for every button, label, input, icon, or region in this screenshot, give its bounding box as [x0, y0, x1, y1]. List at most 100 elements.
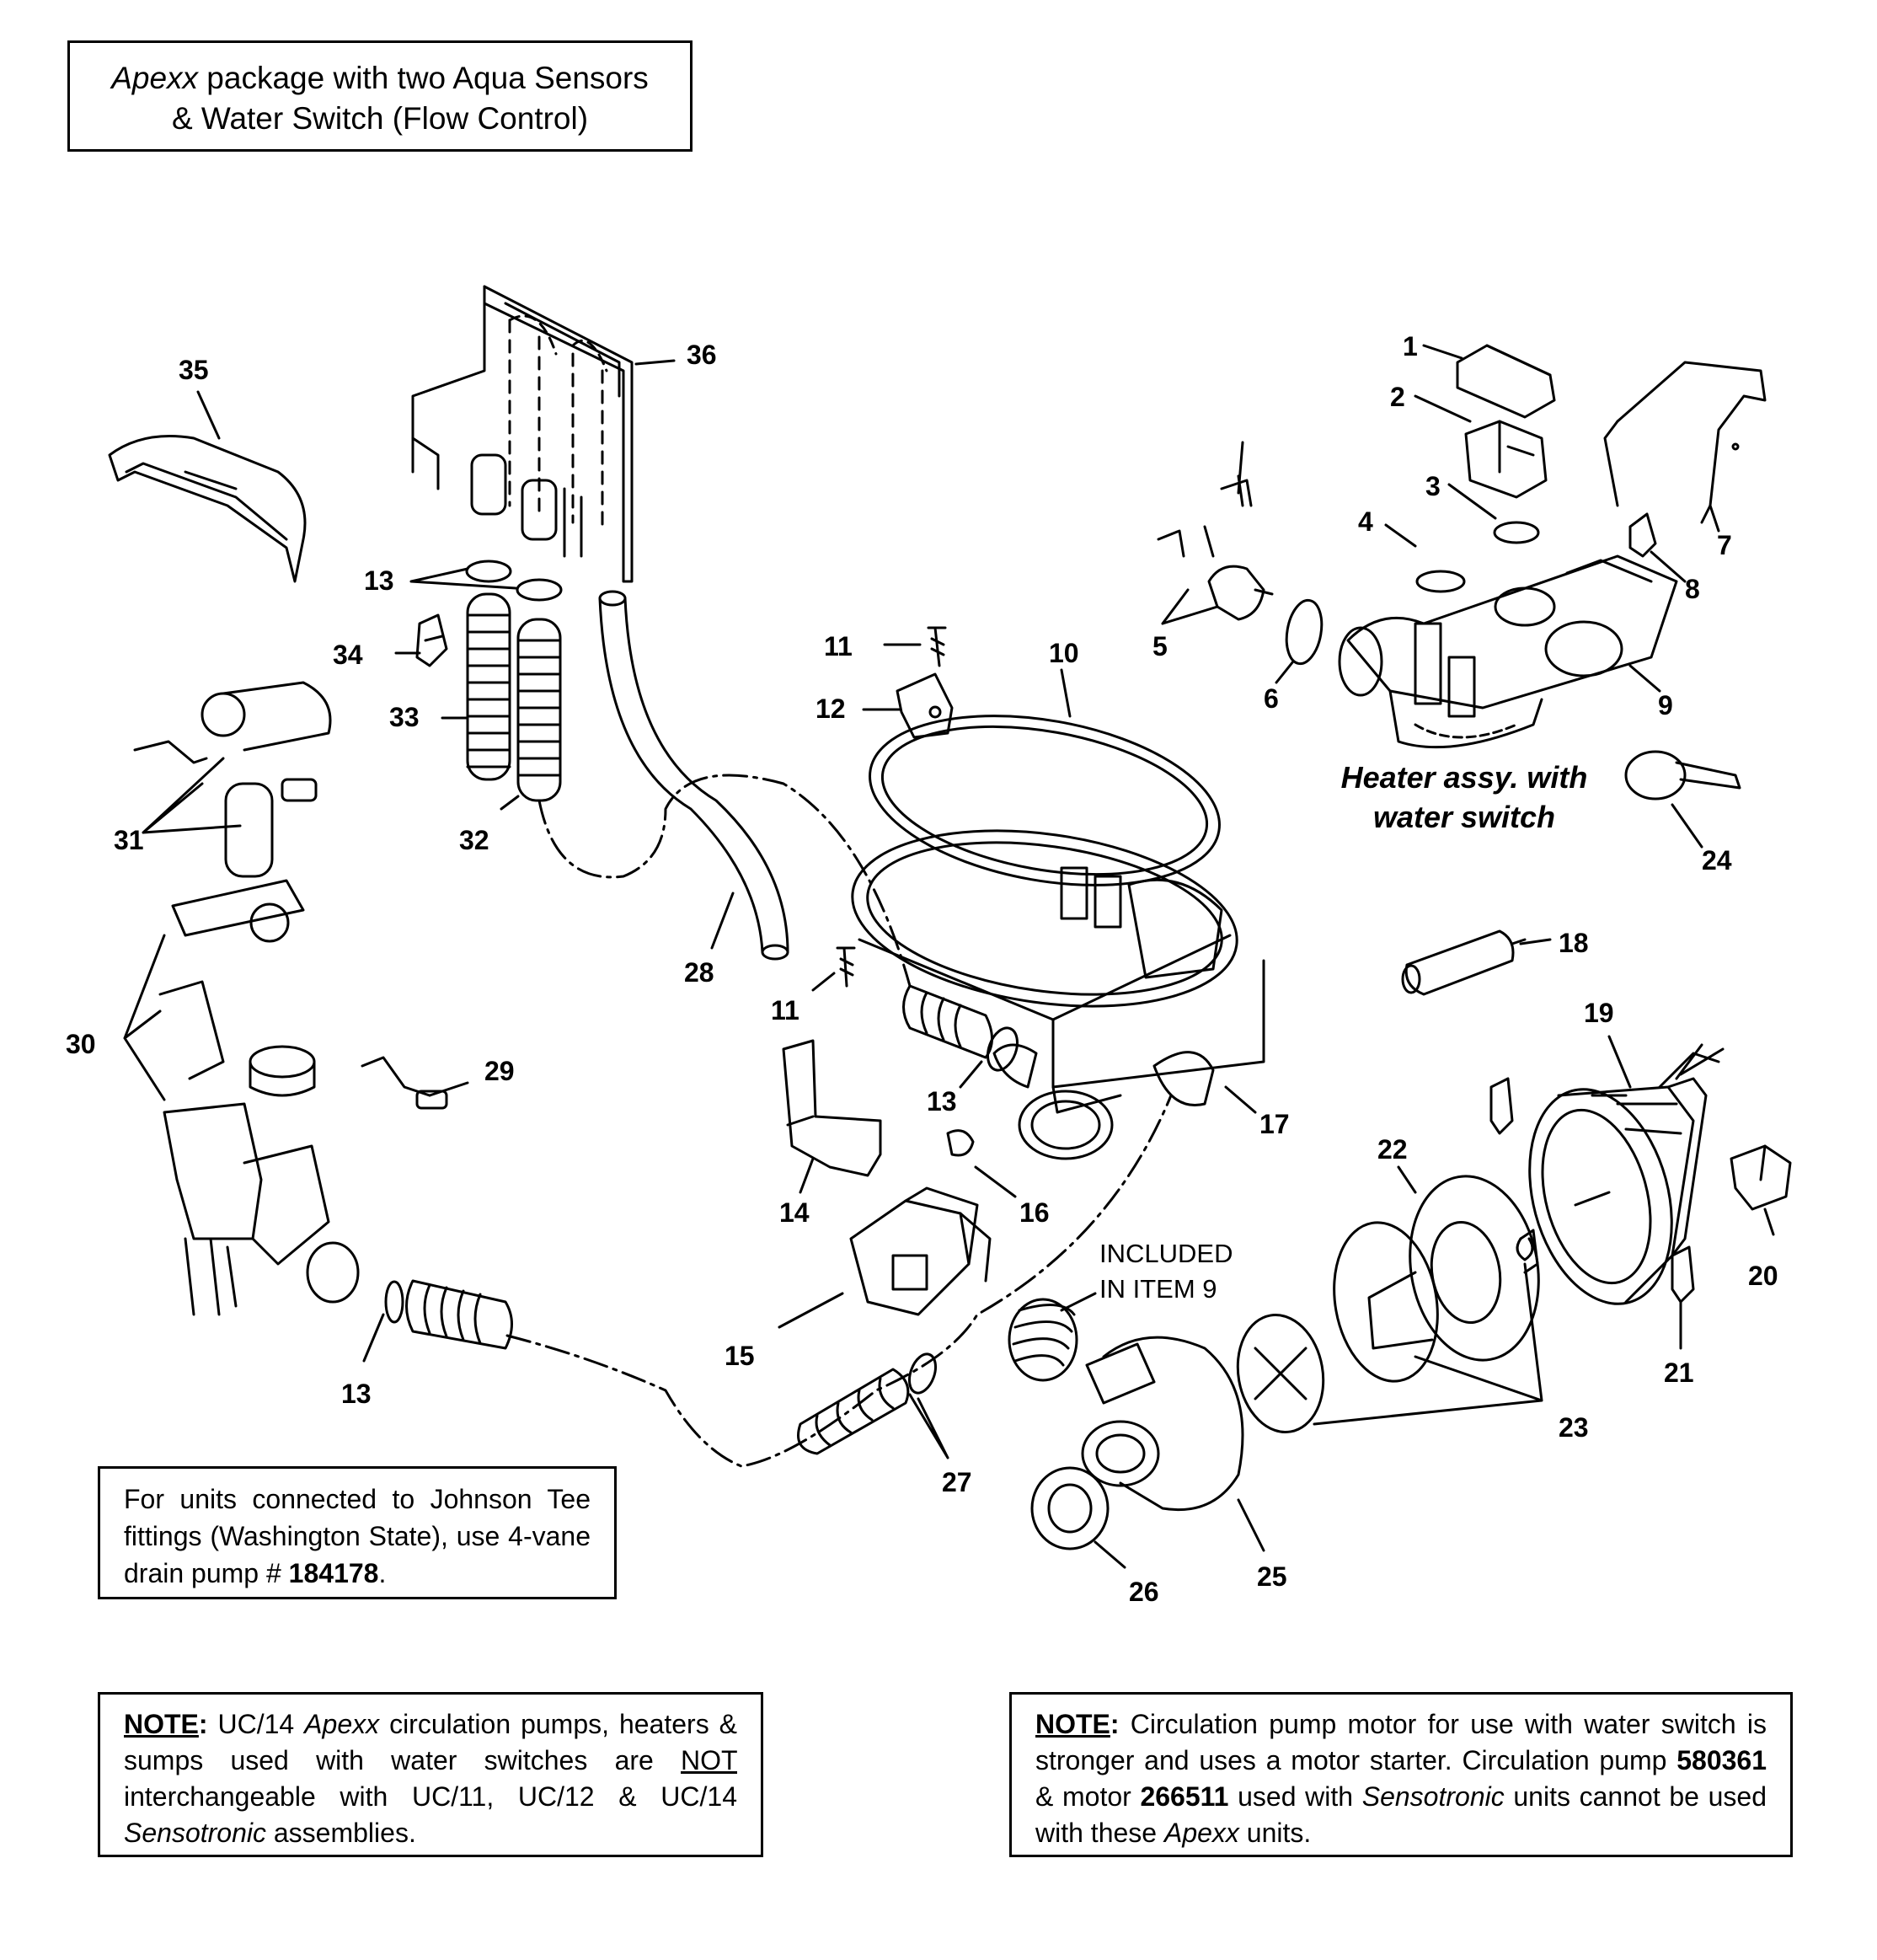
note-left-text-3: interchangeable with UC/11, UC/12 & UC/1…	[124, 1781, 737, 1812]
title-box: Apexx package with two Aqua Sensors & Wa…	[67, 40, 693, 152]
callout-33: 33	[389, 702, 420, 732]
callout-34: 34	[333, 640, 363, 670]
route-line-drain	[505, 1094, 1173, 1468]
leader-2	[1414, 394, 1472, 423]
note-left-text-2: circulation pumps, heaters & sumps used …	[124, 1709, 738, 1775]
part-4-o-ring	[1415, 570, 1466, 593]
callout-1: 1	[1403, 331, 1418, 361]
heater-label-line-2: water switch	[1373, 800, 1555, 834]
leader-included	[1060, 1292, 1097, 1312]
leader-11-lower	[811, 972, 836, 992]
leader-23	[1313, 1262, 1543, 1426]
leader-5	[1161, 588, 1219, 625]
callout-23: 23	[1559, 1412, 1589, 1443]
title-line-1: Apexx package with two Aqua Sensors	[87, 58, 673, 99]
note-right-motor-number: 266511	[1140, 1781, 1229, 1812]
part-17-sump	[851, 829, 1265, 1160]
leader-26	[1094, 1540, 1126, 1569]
part-14-bracket	[782, 1039, 882, 1177]
callout-27: 27	[942, 1467, 972, 1497]
leader-31	[142, 757, 242, 834]
part-8-clip	[1628, 512, 1657, 558]
note-right-text-3: used with	[1228, 1781, 1362, 1812]
callout-17: 17	[1259, 1109, 1290, 1139]
callout-6: 6	[1264, 683, 1279, 714]
callout-22: 22	[1377, 1134, 1408, 1165]
part-10-gasket	[869, 715, 1221, 886]
title-line-1-rest: package with two Aqua Sensors	[198, 61, 649, 95]
note-right-text-1: Circulation pump motor for use with wate…	[1035, 1709, 1767, 1775]
leader-3	[1447, 483, 1497, 520]
callout-35: 35	[179, 355, 209, 385]
part-26-seal	[1030, 1466, 1110, 1550]
johnson-text-end: .	[378, 1558, 387, 1588]
note-left-label: NOTE	[124, 1709, 199, 1739]
callout-7: 7	[1717, 530, 1732, 560]
callout-5: 5	[1152, 631, 1168, 661]
leader-25	[1237, 1498, 1265, 1552]
leader-27	[908, 1393, 949, 1459]
part-24-clamp	[1624, 750, 1741, 801]
part-11-screw	[927, 626, 947, 667]
callout-13-mid: 13	[927, 1086, 957, 1117]
callout-25: 25	[1257, 1561, 1287, 1592]
part-27-o-ring	[907, 1352, 938, 1395]
note-right-colon: :	[1110, 1709, 1120, 1739]
callout-4: 4	[1358, 506, 1373, 537]
callout-12: 12	[816, 693, 846, 724]
leader-8	[1650, 550, 1687, 583]
part-7-bracket	[1603, 361, 1767, 524]
part-20-relay	[1730, 1144, 1792, 1211]
leader-16	[974, 1165, 1017, 1198]
part-13-hose-coupling	[405, 1279, 513, 1350]
part-13-o-ring	[465, 560, 512, 583]
callout-9: 9	[1658, 690, 1673, 720]
callout-15: 15	[725, 1341, 755, 1371]
part-35-cover	[108, 435, 307, 583]
leader-10	[1060, 668, 1072, 718]
leader-36	[634, 359, 676, 366]
leader-6	[1275, 660, 1295, 684]
leader-13-upper	[409, 567, 517, 590]
part-13-o-ring	[987, 1026, 1019, 1072]
part-3-o-ring	[1493, 521, 1540, 544]
callout-26: 26	[1129, 1577, 1159, 1607]
note-left-apexx: Apexx	[304, 1709, 380, 1739]
callout-18: 18	[1559, 928, 1589, 958]
leader-18	[1519, 938, 1552, 945]
note-right-text-2: & motor	[1035, 1781, 1141, 1812]
note-left-not: NOT	[681, 1745, 737, 1775]
part-13-o-ring	[384, 1280, 404, 1324]
part-23-gasket	[1333, 1221, 1439, 1383]
callout-31: 31	[114, 825, 144, 855]
spring-included-item-9	[1008, 1298, 1078, 1382]
callout-14: 14	[779, 1197, 810, 1228]
included-label-line-2: IN ITEM 9	[1099, 1274, 1217, 1304]
note-right-pump-number: 580361	[1676, 1745, 1767, 1775]
leader-28	[710, 892, 735, 950]
callout-8: 8	[1685, 574, 1700, 604]
part-15-drain-pump	[849, 1186, 992, 1316]
leader-19	[1607, 1035, 1632, 1089]
note-right-text-5: units.	[1238, 1818, 1312, 1848]
leader-7	[1709, 504, 1720, 533]
title-line-2: & Water Switch (Flow Control)	[171, 101, 589, 136]
note-right-apexx: Apexx	[1163, 1818, 1239, 1848]
part-25-circulation-pump	[1081, 1336, 1244, 1512]
part-36-aqua-sensor-housing	[411, 285, 634, 583]
callout-29: 29	[484, 1056, 515, 1086]
callout-36: 36	[687, 340, 717, 370]
note-left-colon: :	[198, 1709, 208, 1739]
callout-13-upper: 13	[364, 565, 394, 596]
leader-15	[778, 1292, 844, 1329]
johnson-tee-note: For units connected to Johnson Tee fitti…	[98, 1466, 617, 1599]
leader-20	[1763, 1208, 1775, 1236]
callout-24: 24	[1702, 845, 1732, 876]
part-33-hose	[466, 592, 511, 781]
part-9-heater-assembly	[1338, 554, 1678, 749]
part-21-clip	[1671, 1245, 1695, 1304]
callout-28: 28	[684, 957, 714, 988]
part-23-spring	[1516, 1237, 1534, 1261]
leader-30	[123, 934, 166, 1101]
